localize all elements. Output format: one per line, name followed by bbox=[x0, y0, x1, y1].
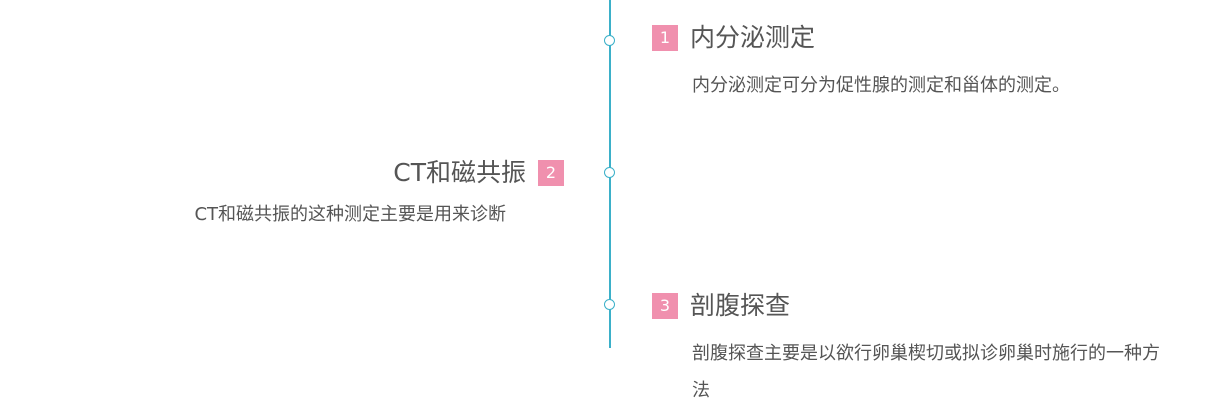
step-title: 内分泌测定 bbox=[690, 23, 816, 52]
timeline-item-1: 1 内分泌测定 内分泌测定可分为促性腺的测定和甾体的测定。 bbox=[652, 23, 1182, 104]
step-title: 剖腹探查 bbox=[690, 291, 791, 320]
step-badge: 3 bbox=[652, 293, 678, 319]
step-title: CT和磁共振 bbox=[393, 158, 526, 187]
step-badge: 1 bbox=[652, 25, 678, 51]
step-description: 剖腹探查主要是以欲行卵巢楔切或拟诊卵巢时施行的一种方法 bbox=[692, 343, 1160, 401]
timeline-node-2 bbox=[604, 167, 615, 178]
timeline-node-1 bbox=[604, 35, 615, 46]
timeline-item-3: 3 剖腹探查 剖腹探查主要是以欲行卵巢楔切或拟诊卵巢时施行的一种方法 bbox=[652, 291, 1162, 409]
timeline-item-2: CT和磁共振 2 CT和磁共振的这种测定主要是用来诊断 bbox=[194, 158, 564, 233]
step-description: 内分泌测定可分为促性腺的测定和甾体的测定。 bbox=[692, 75, 1070, 96]
step-description: CT和磁共振的这种测定主要是用来诊断 bbox=[194, 204, 506, 225]
step-badge: 2 bbox=[538, 160, 564, 186]
timeline-node-3 bbox=[604, 299, 615, 310]
